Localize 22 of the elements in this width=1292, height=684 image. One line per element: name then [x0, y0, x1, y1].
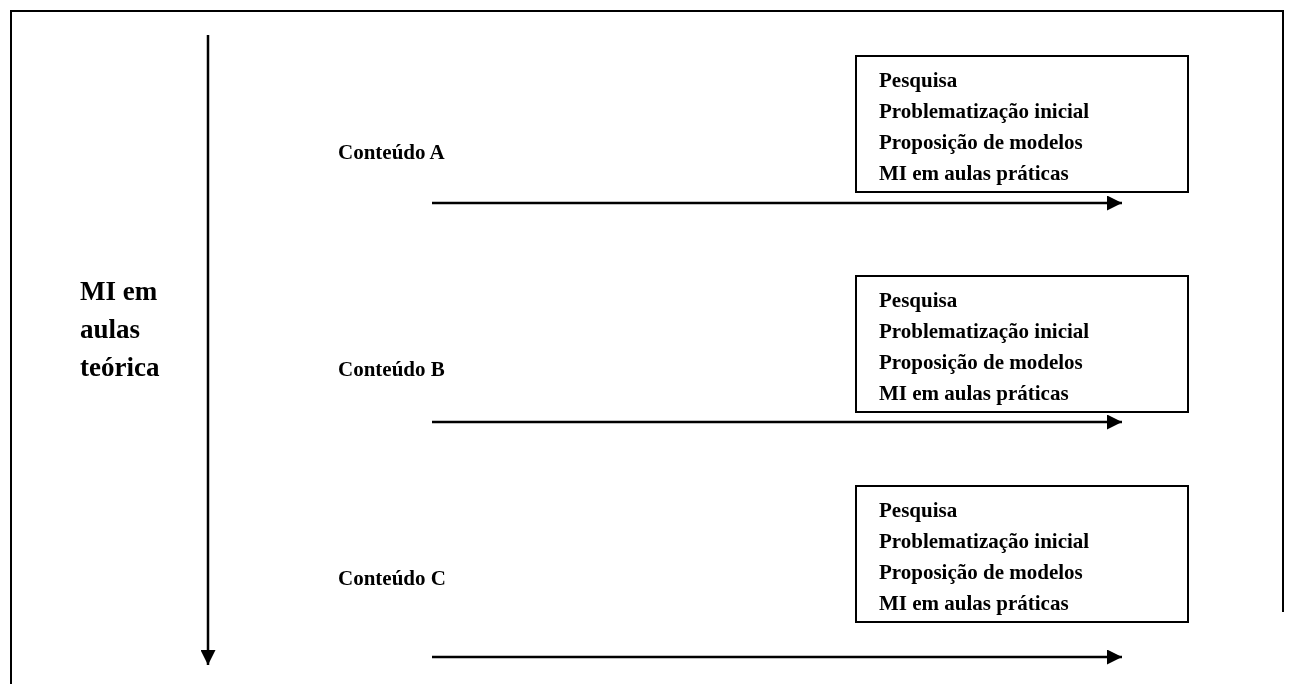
content-label: Conteúdo B — [338, 357, 538, 422]
arrow — [432, 195, 1122, 211]
content-label: Conteúdo A — [338, 140, 538, 203]
content-box — [855, 485, 1189, 623]
box-text: MI em aulas práticas — [879, 160, 1070, 187]
arrow — [432, 414, 1122, 430]
side-label: MI em aulas teórica — [80, 275, 161, 384]
box-text: Pesquisa — [879, 497, 959, 524]
box-text: Problematização inicial — [879, 318, 1091, 345]
content-box — [855, 275, 1189, 413]
box-text: Problematização inicial — [879, 528, 1091, 555]
box-text: Pesquisa — [879, 287, 959, 314]
box-text: Pesquisa — [879, 67, 959, 94]
content-box — [855, 55, 1189, 193]
content-label: Conteúdo C — [338, 566, 538, 657]
arrow — [432, 649, 1122, 665]
box-text: Problematização inicial — [879, 98, 1091, 125]
box-text: Proposição de modelos — [879, 559, 1084, 586]
box-text: Proposição de modelos — [879, 129, 1084, 156]
box-text: MI em aulas práticas — [879, 590, 1070, 617]
box-text: MI em aulas práticas — [879, 380, 1070, 407]
box-text: Proposição de modelos — [879, 349, 1084, 376]
